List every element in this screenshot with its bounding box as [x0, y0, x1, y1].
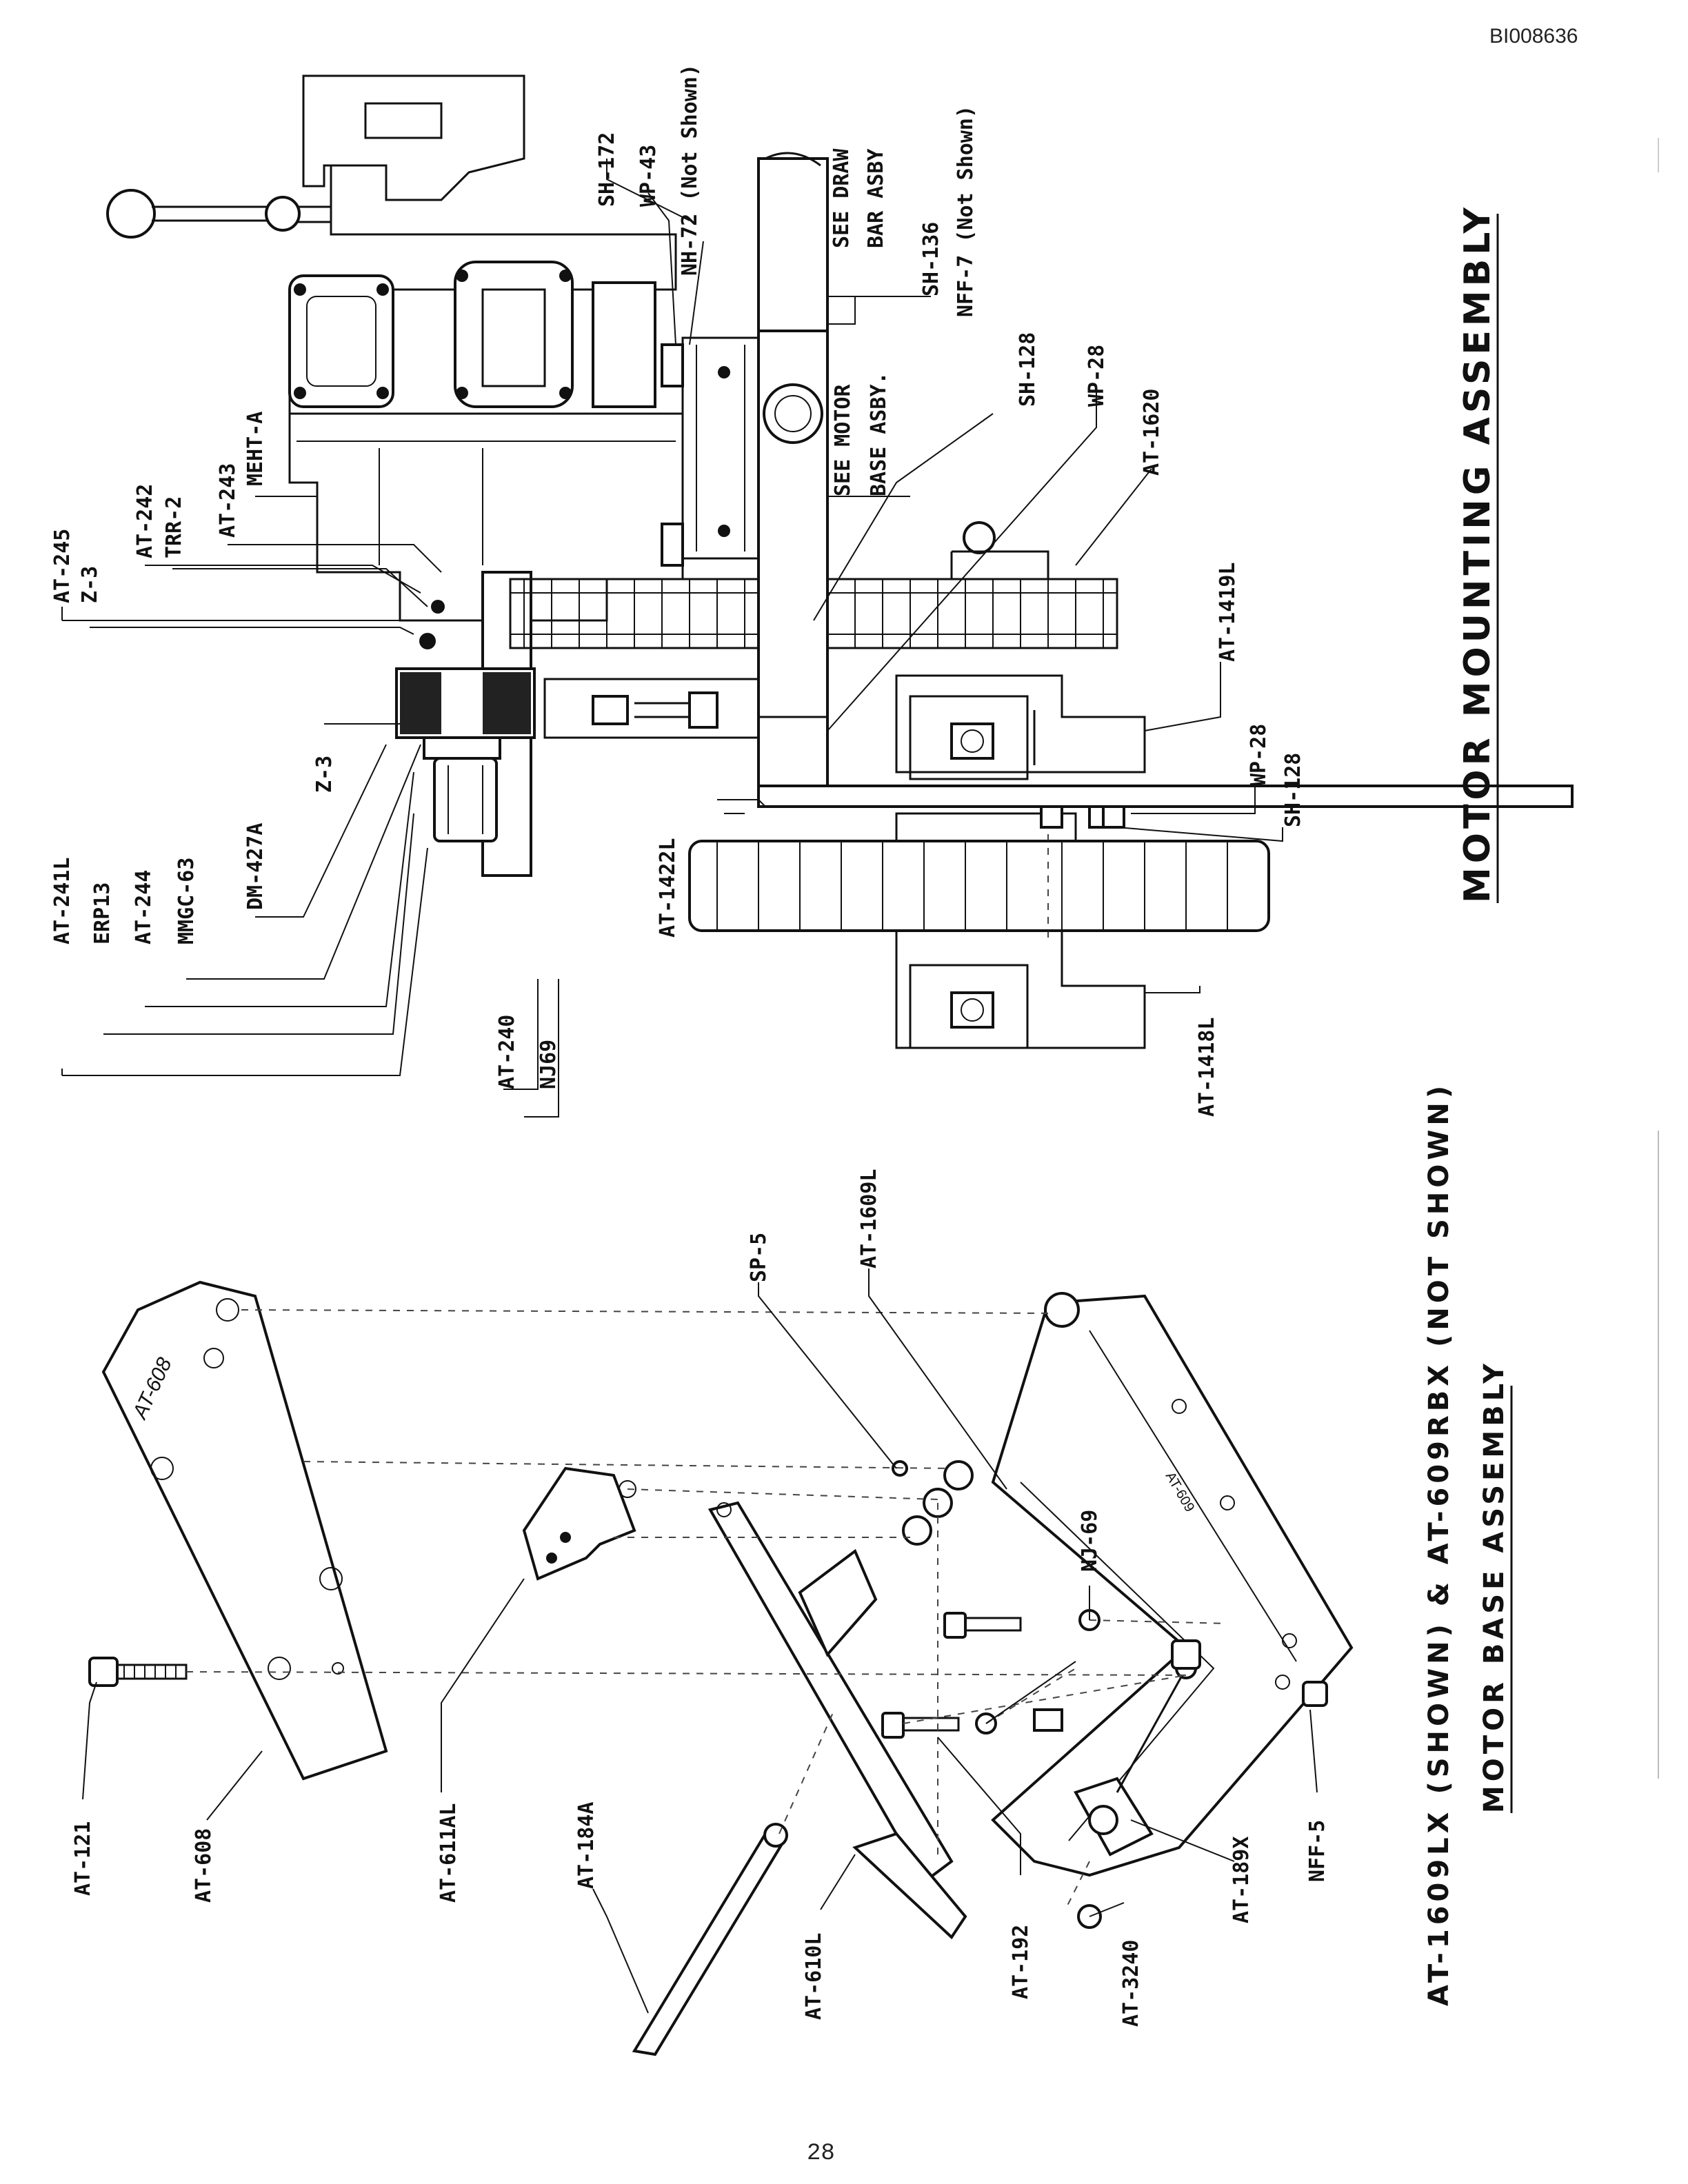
label-z-3-bottom: Z-3	[312, 756, 336, 793]
label-at-3240: AT-3240	[1119, 1940, 1143, 2027]
label-bar-asby: BAR ASBY	[864, 149, 888, 249]
rod-at-184a	[632, 1823, 789, 2056]
label-at-244: AT-244	[132, 870, 156, 944]
label-sh-128-right: SH-128	[1281, 753, 1305, 827]
document-id: BI008636	[1489, 25, 1578, 48]
label-z-3-top: Z-3	[78, 566, 102, 603]
label-at-1422l: AT-1422L	[656, 838, 680, 938]
label-at-241l: AT-241L	[50, 858, 74, 944]
label-at-121: AT-121	[71, 1821, 95, 1896]
motor-mounting-labels-left: AT-245 Z-3 AT-242 TRR-2 AT-243 MEHT-A AT…	[50, 412, 680, 1089]
label-wp-28-right: WP-28	[1247, 724, 1271, 786]
motor-mounting-drawing: AT-245 Z-3 AT-242 TRR-2 AT-243 MEHT-A AT…	[50, 64, 1574, 1118]
label-mmgc-63: MMGC-63	[174, 858, 199, 944]
arm-at-610l	[707, 1501, 967, 1940]
motor-mounting-title: MOTOR MOUNTING ASSEMBLY	[1457, 203, 1498, 903]
nut-nff-5	[1302, 1681, 1328, 1707]
label-see-draw: SEE DRAW	[830, 148, 854, 248]
label-at-189x: AT-189X	[1229, 1837, 1254, 1923]
label-nff-7: NFF-7 (Not Shown)	[954, 105, 978, 317]
label-erp13: ERP13	[90, 882, 114, 944]
label-at-610l: AT-610L	[802, 1933, 826, 2020]
motor-base-drawing: AT-608	[71, 1082, 1513, 2056]
motor-plate-at-608: AT-608	[101, 1280, 388, 1781]
label-at-1418l: AT-1418L	[1195, 1018, 1219, 1118]
motor-mounting-labels-right: AT-1419L WP-28 SH-128 AT-1418L	[1195, 563, 1305, 1118]
label-at-608: AT-608	[192, 1828, 216, 1903]
label-at-245: AT-245	[50, 529, 74, 603]
label-see-motor: SEE MOTOR	[831, 384, 855, 496]
label-at-1620: AT-1620	[1140, 389, 1164, 476]
label-dm-427a: DM-427A	[243, 823, 268, 910]
screws-at-192	[881, 1612, 1022, 1739]
label-at-1609l: AT-1609L	[857, 1169, 881, 1269]
label-trr-2: TRR-2	[162, 496, 186, 558]
bracket-at-611al	[522, 1466, 636, 1581]
bearing-cap-left	[288, 274, 394, 408]
motor-base-labels: AT-121 AT-608 AT-611AL AT-184A AT-610L A…	[71, 1169, 1329, 2028]
label-sp-5: SP-5	[747, 1233, 771, 1282]
label-at-242: AT-242	[133, 484, 157, 558]
label-wp-43: WP-43	[636, 145, 661, 207]
bolt-at-121	[88, 1657, 188, 1687]
label-at-243: AT-243	[216, 463, 240, 538]
label-at-192: AT-192	[1009, 1925, 1033, 1999]
label-base-asby: BASE ASBY.	[867, 372, 891, 496]
label-at-184a: AT-184A	[574, 1802, 599, 1889]
page-number: 28	[807, 2141, 835, 2167]
label-at-240: AT-240	[495, 1015, 519, 1089]
motor-mounting-labels-top: SH-172 WP-43 NH-72 (Not Shown) SEE DRAW …	[595, 64, 1164, 496]
motor-base-title-line2: MOTOR BASE ASSEMBLY	[1478, 1359, 1510, 1813]
label-nff-5: NFF-5	[1305, 1820, 1329, 1882]
motor-bracket-lower	[895, 929, 1146, 1049]
label-nj69: NJ69	[536, 1040, 561, 1089]
label-at-1419l: AT-1419L	[1216, 563, 1240, 663]
label-sh-128-top: SH-128	[1016, 332, 1040, 407]
label-sh-136: SH-136	[919, 222, 943, 296]
motor-base-frame-at-1609l: AT-609	[902, 1292, 1354, 1877]
motor-base-title-line1: AT-1609LX (SHOWN) & AT-609RBX (NOT SHOWN…	[1423, 1082, 1455, 2006]
label-nh-72: NH-72 (Not Shown)	[678, 64, 702, 276]
motor-base-plate	[757, 288, 829, 787]
label-at-611al: AT-611AL	[436, 1803, 461, 1903]
motor-pulley	[688, 805, 1270, 938]
label-sh-172: SH-172	[595, 132, 619, 207]
bearing-cap-center	[454, 261, 574, 408]
label-nj-69: NJ-69	[1078, 1510, 1102, 1572]
label-meht-a: MEHT-A	[243, 412, 268, 486]
motor-bracket-upper	[895, 674, 1146, 780]
label-wp-28-top: WP-28	[1085, 345, 1109, 407]
adjusting-screw-at-189x	[1074, 1639, 1201, 1857]
